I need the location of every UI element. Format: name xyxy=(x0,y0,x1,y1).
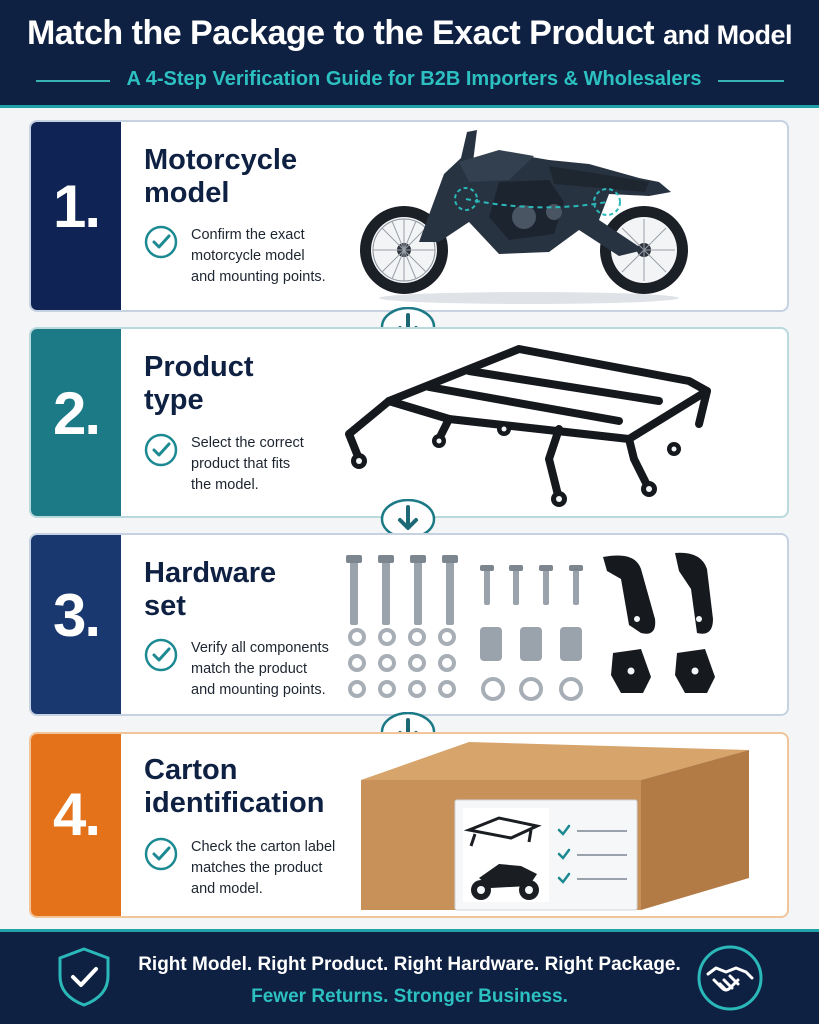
heading-line: Carton xyxy=(144,754,238,786)
step-heading: Hardware set xyxy=(144,557,276,623)
title-main: Match the Package to the Exact Product xyxy=(26,14,655,52)
step-description: Select the correct product that fits the… xyxy=(191,433,304,496)
step-description: Confirm the exact motorcycle model and m… xyxy=(191,225,326,288)
step-number-panel: 3. xyxy=(31,535,121,714)
handshake-icon xyxy=(697,945,763,1011)
heading-line: Motorcycle xyxy=(144,144,298,176)
title-tail: and Model xyxy=(663,20,793,50)
footer-tagline: Right Model. Right Product. Right Hardwa… xyxy=(138,954,681,975)
footer-banner: Right Model. Right Product. Right Hardwa… xyxy=(0,929,819,1024)
luggage-rack-image xyxy=(345,345,711,507)
check-circle-icon xyxy=(144,225,178,259)
desc-line: Check the carton label xyxy=(191,839,336,855)
desc-line: Verify all components xyxy=(191,640,329,656)
heading-line: identification xyxy=(144,787,325,819)
desc-line: product that fits xyxy=(191,456,291,472)
subtitle-divider-right xyxy=(718,80,784,82)
desc-line: matches the product xyxy=(191,860,323,876)
subtitle-row: A 4-Step Verification Guide for B2B Impo… xyxy=(0,66,819,96)
step-number-panel: 1. xyxy=(31,122,121,310)
page-subtitle: A 4-Step Verification Guide for B2B Impo… xyxy=(126,68,702,90)
step-card-3: 3. Hardware set Verify all components ma… xyxy=(29,533,789,716)
desc-line: and model. xyxy=(191,881,263,897)
check-circle-icon xyxy=(144,837,178,871)
step-heading: Carton identification xyxy=(144,754,324,820)
page-title: Match the Package to the Exact Product a… xyxy=(0,14,819,53)
subtitle-divider-left xyxy=(36,80,110,82)
footer-subtagline: Fewer Returns. Stronger Business. xyxy=(251,986,568,1007)
check-circle-icon xyxy=(144,638,178,672)
heading-line: Hardware xyxy=(144,557,277,589)
motorcycle-image xyxy=(360,130,688,304)
carton-box-image xyxy=(361,742,749,911)
shield-check-icon xyxy=(58,947,110,1007)
step-card-4: 4. Carton identification Check the carto… xyxy=(29,732,789,918)
desc-line: match the product xyxy=(191,661,308,677)
step-heading: Product type xyxy=(144,351,254,417)
step-heading: Motorcycle model xyxy=(144,144,297,210)
desc-line: motorcycle model xyxy=(191,248,305,264)
step-description: Check the carton label matches the produ… xyxy=(191,837,335,900)
step-number-panel: 4. xyxy=(31,734,121,916)
check-circle-icon xyxy=(144,433,178,467)
header-banner: Match the Package to the Exact Product a… xyxy=(0,0,819,108)
desc-line: Select the correct xyxy=(191,435,304,451)
step-number-panel: 2. xyxy=(31,329,121,516)
step-number: 4. xyxy=(52,781,101,848)
heading-line: model xyxy=(144,177,230,209)
step-card-1: 1. Motorcycle model Confirm the exact mo… xyxy=(29,120,789,312)
heading-line: set xyxy=(144,590,186,622)
desc-line: and mounting points. xyxy=(191,269,326,285)
heading-line: Product xyxy=(144,351,254,383)
step-number: 2. xyxy=(52,380,101,447)
step-description: Verify all components match the product … xyxy=(191,638,329,701)
heading-line: type xyxy=(144,384,204,416)
desc-line: and mounting points. xyxy=(191,682,326,698)
desc-line: the model. xyxy=(191,477,259,493)
hardware-set-image xyxy=(346,552,715,701)
desc-line: Confirm the exact xyxy=(191,227,305,243)
step-number: 1. xyxy=(52,173,101,240)
step-number: 3. xyxy=(52,582,101,649)
step-card-2: 2. Product type Select the correct produ… xyxy=(29,327,789,518)
